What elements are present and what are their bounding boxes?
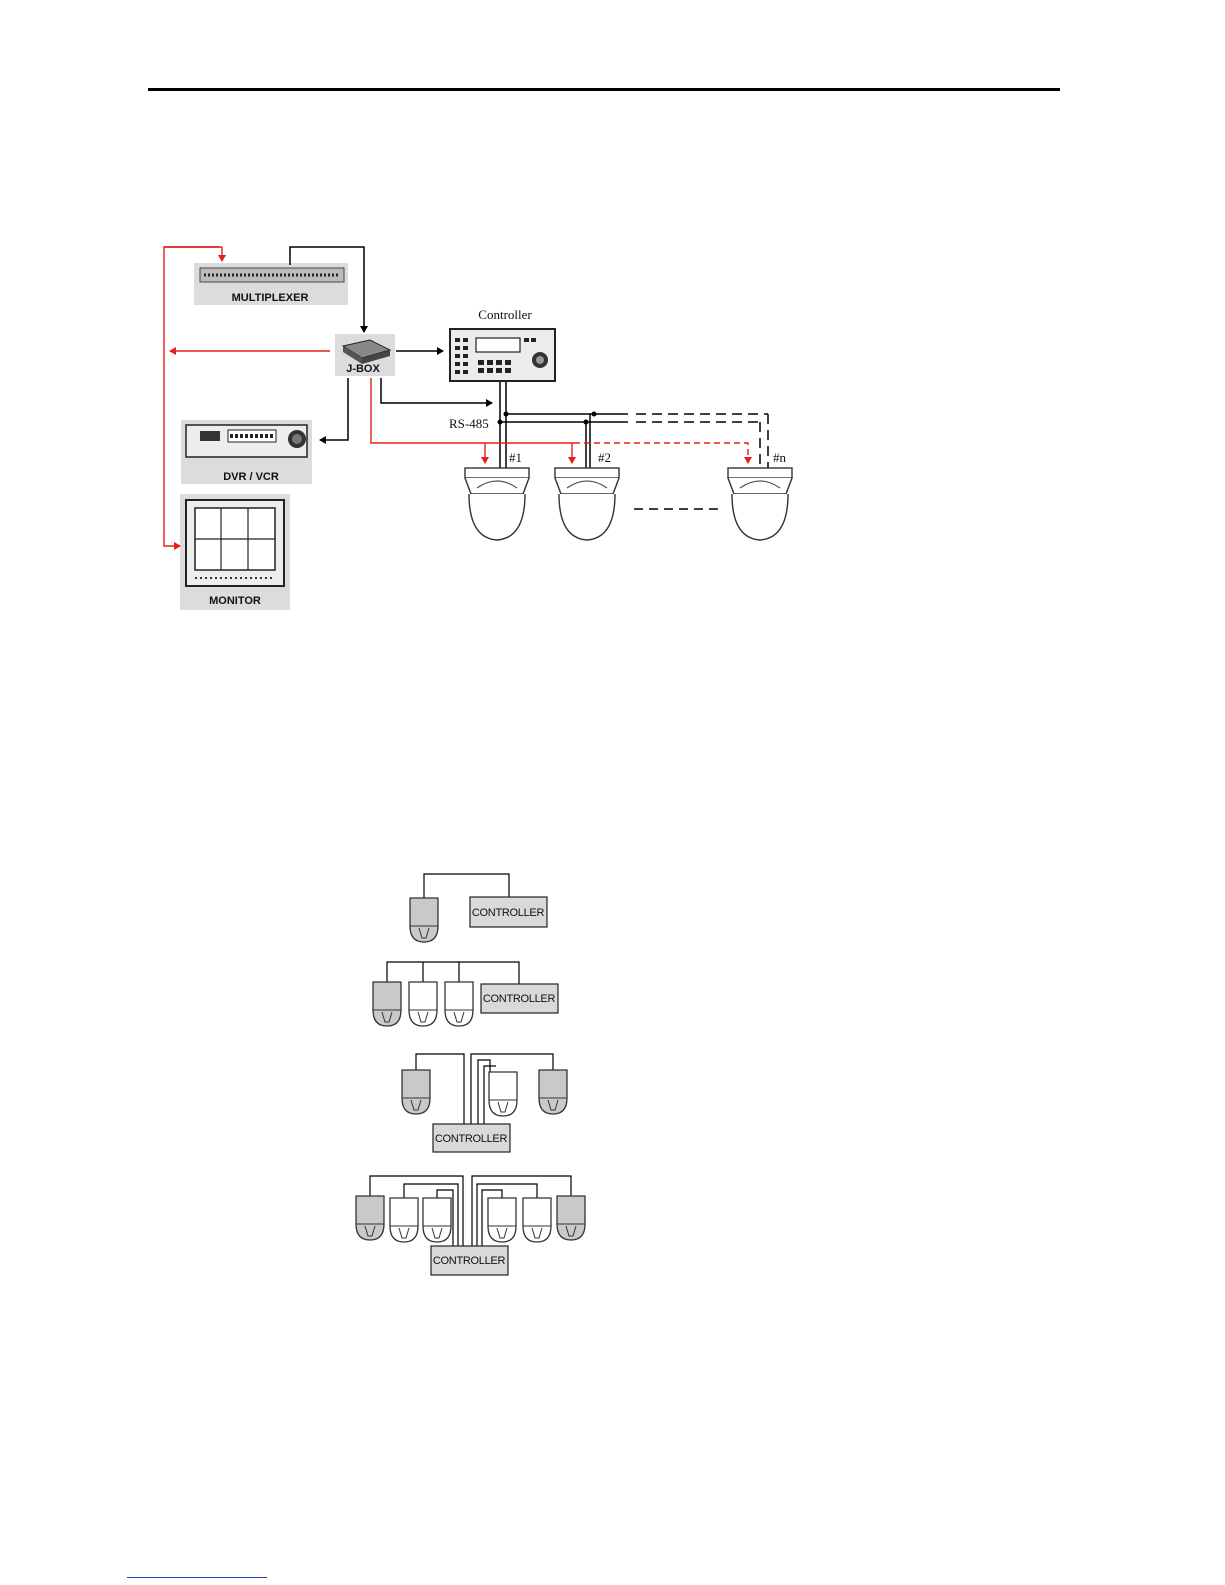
dome-camera-2 xyxy=(555,468,619,540)
ptz-camera xyxy=(390,1198,418,1242)
controller-box-4: CONTROLLER xyxy=(431,1246,508,1275)
multiplexer-label: MULTIPLEXER xyxy=(232,292,309,304)
controller-box-1: CONTROLLER xyxy=(470,897,547,927)
camera-label-1: #1 xyxy=(509,450,522,465)
multiplexer-device: MULTIPLEXER xyxy=(194,263,348,305)
bottom-wiring xyxy=(370,874,571,1246)
camera-label-n: #n xyxy=(773,450,787,465)
controller-box-3: CONTROLLER xyxy=(433,1124,510,1152)
monitor-label: MONITOR xyxy=(209,595,261,607)
rs485-label: RS-485 xyxy=(449,416,489,431)
jbox-device: J-BOX xyxy=(335,334,395,376)
controller-box-2: CONTROLLER xyxy=(481,984,558,1013)
ptz-camera xyxy=(423,1198,451,1242)
jbox-label: J-BOX xyxy=(346,363,380,375)
camera-label-2: #2 xyxy=(598,450,611,465)
svg-text:CONTROLLER: CONTROLLER xyxy=(433,1255,506,1267)
svg-text:CONTROLLER: CONTROLLER xyxy=(435,1133,508,1145)
ptz-camera xyxy=(410,898,438,942)
ptz-camera xyxy=(523,1198,551,1242)
ptz-camera xyxy=(489,1072,517,1116)
controller-title: Controller xyxy=(478,307,532,322)
footer-link-underline xyxy=(127,1577,267,1578)
ptz-camera xyxy=(373,982,401,1026)
dvr-vcr-label: DVR / VCR xyxy=(223,471,279,483)
ptz-camera xyxy=(402,1070,430,1114)
ptz-camera xyxy=(445,982,473,1026)
dome-camera-n xyxy=(728,468,792,540)
ptz-camera xyxy=(488,1198,516,1242)
ptz-camera xyxy=(356,1196,384,1240)
controller-keyboard: Controller xyxy=(450,307,555,381)
ptz-camera xyxy=(409,982,437,1026)
svg-text:CONTROLLER: CONTROLLER xyxy=(483,993,556,1005)
ptz-camera xyxy=(557,1196,585,1240)
ptz-camera xyxy=(539,1070,567,1114)
monitor-device: MONITOR xyxy=(180,494,290,610)
dome-camera-1 xyxy=(465,468,529,540)
dvr-vcr-device: DVR / VCR xyxy=(181,420,312,484)
svg-text:CONTROLLER: CONTROLLER xyxy=(472,907,545,919)
